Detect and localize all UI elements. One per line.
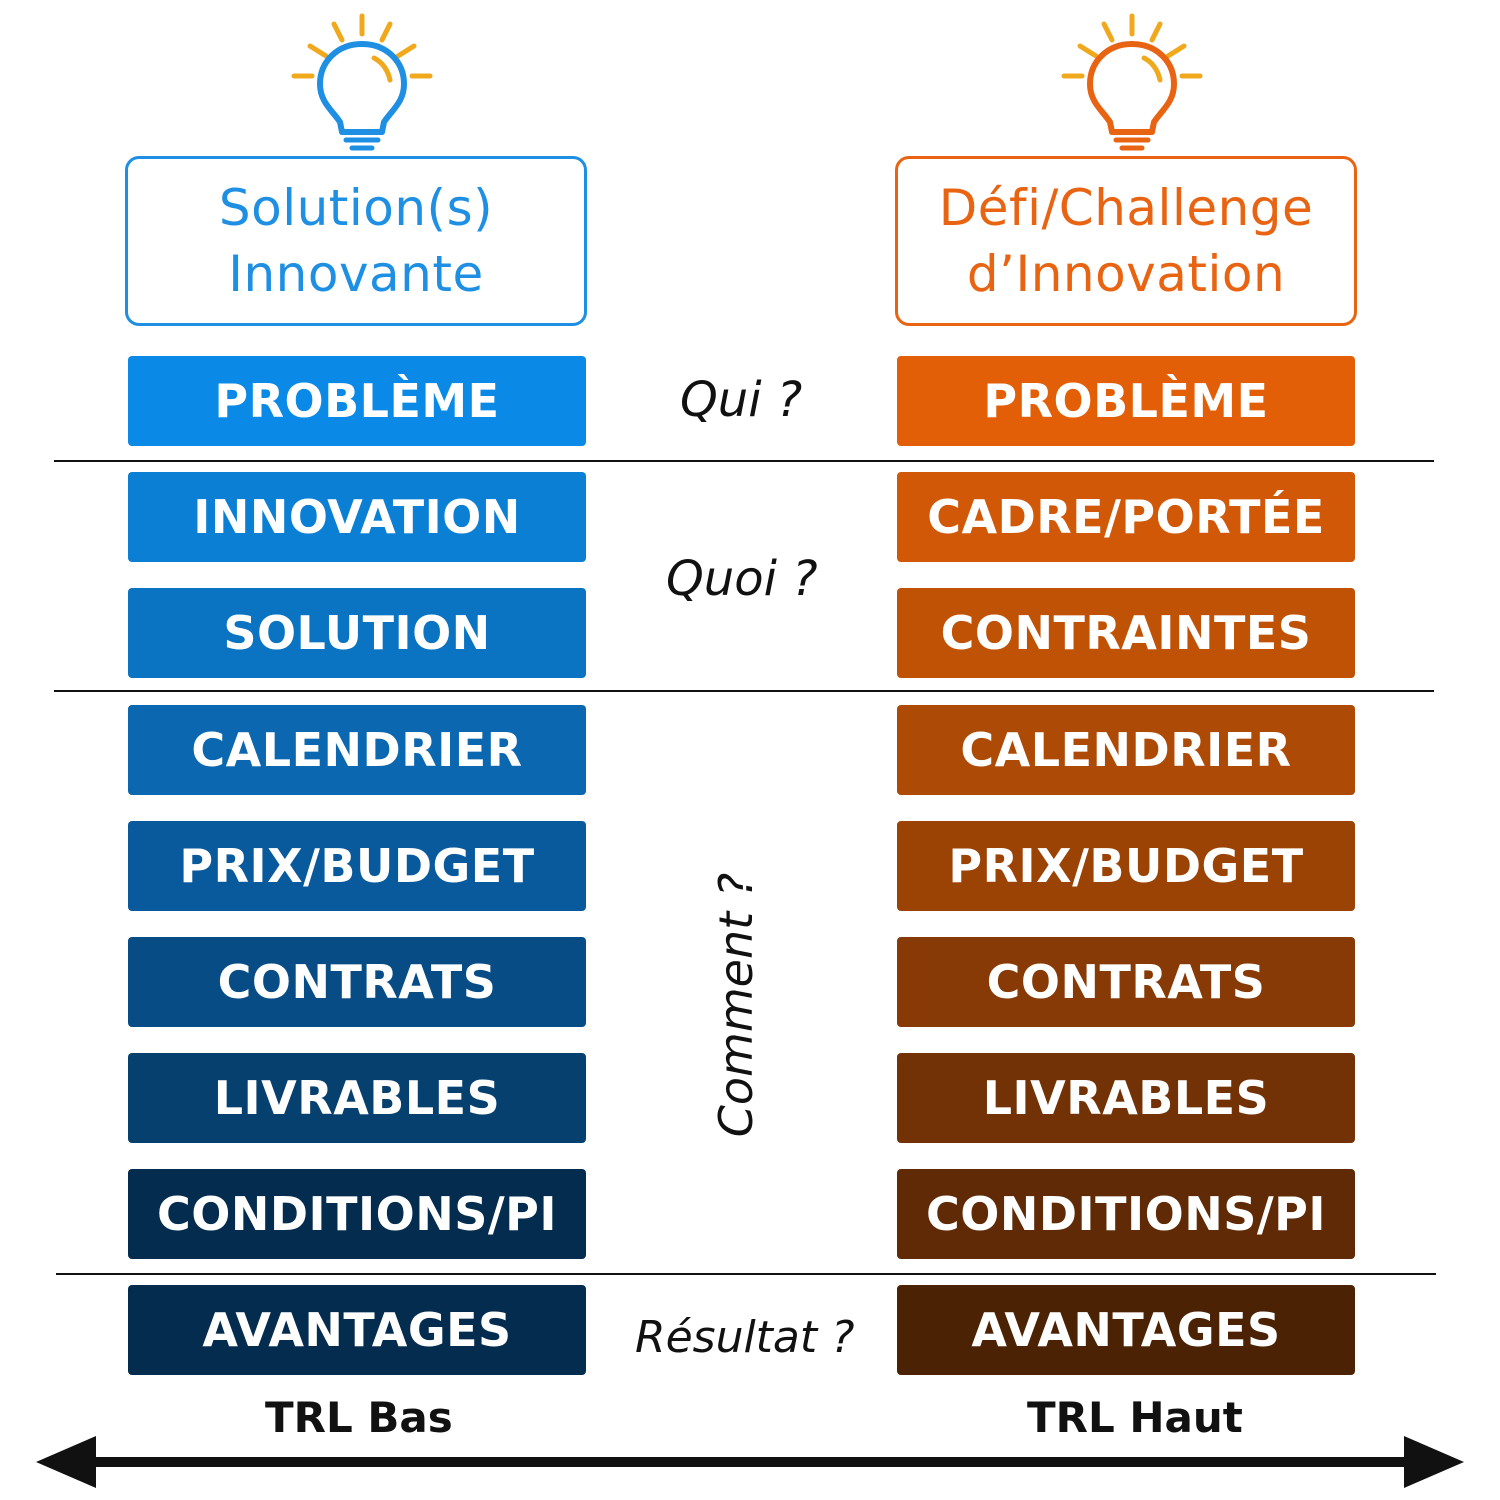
question-qui: Qui ? xyxy=(680,372,803,428)
question-comment: Comment ? xyxy=(709,872,763,1138)
left-block-conditions-pi: CONDITIONS/PI xyxy=(128,1169,586,1259)
left-block-solution: SOLUTION xyxy=(128,588,586,678)
divider-line xyxy=(54,460,1434,462)
double-arrow-icon xyxy=(36,1436,1464,1488)
header-solution-innovante: Solution(s) Innovante xyxy=(125,156,587,326)
right-block-calendrier: CALENDRIER xyxy=(897,705,1355,795)
trl-high-label: TRL Haut xyxy=(1027,1393,1243,1442)
header-right-line1: Défi/Challenge xyxy=(938,179,1314,237)
lightbulb-icon xyxy=(291,13,433,151)
left-block-innovation: INNOVATION xyxy=(128,472,586,562)
right-block-avantages: AVANTAGES xyxy=(897,1285,1355,1375)
left-block-prix-budget: PRIX/BUDGET xyxy=(128,821,586,911)
header-right-line2: d’Innovation xyxy=(966,245,1286,303)
right-block-contrats: CONTRATS xyxy=(897,937,1355,1027)
divider-line xyxy=(56,1273,1436,1275)
right-block-livrables: LIVRABLES xyxy=(897,1053,1355,1143)
trl-low-label: TRL Bas xyxy=(265,1393,453,1442)
divider-line xyxy=(54,690,1434,692)
left-block-livrables: LIVRABLES xyxy=(128,1053,586,1143)
left-block-probleme: PROBLÈME xyxy=(128,356,586,446)
left-block-contrats: CONTRATS xyxy=(128,937,586,1027)
left-block-calendrier: CALENDRIER xyxy=(128,705,586,795)
question-resultat: Résultat ? xyxy=(635,1312,855,1363)
question-quoi: Quoi ? xyxy=(666,551,818,607)
right-block-conditions-pi: CONDITIONS/PI xyxy=(897,1169,1355,1259)
header-left-line1: Solution(s) xyxy=(218,179,494,237)
right-block-prix-budget: PRIX/BUDGET xyxy=(897,821,1355,911)
right-block-cadre-portee: CADRE/PORTÉE xyxy=(897,472,1355,562)
header-defi-challenge: Défi/Challenge d’Innovation xyxy=(895,156,1357,326)
header-left-line2: Innovante xyxy=(228,245,484,303)
left-block-avantages: AVANTAGES xyxy=(128,1285,586,1375)
right-block-probleme: PROBLÈME xyxy=(897,356,1355,446)
right-block-contraintes: CONTRAINTES xyxy=(897,588,1355,678)
lightbulb-icon xyxy=(1061,13,1203,151)
